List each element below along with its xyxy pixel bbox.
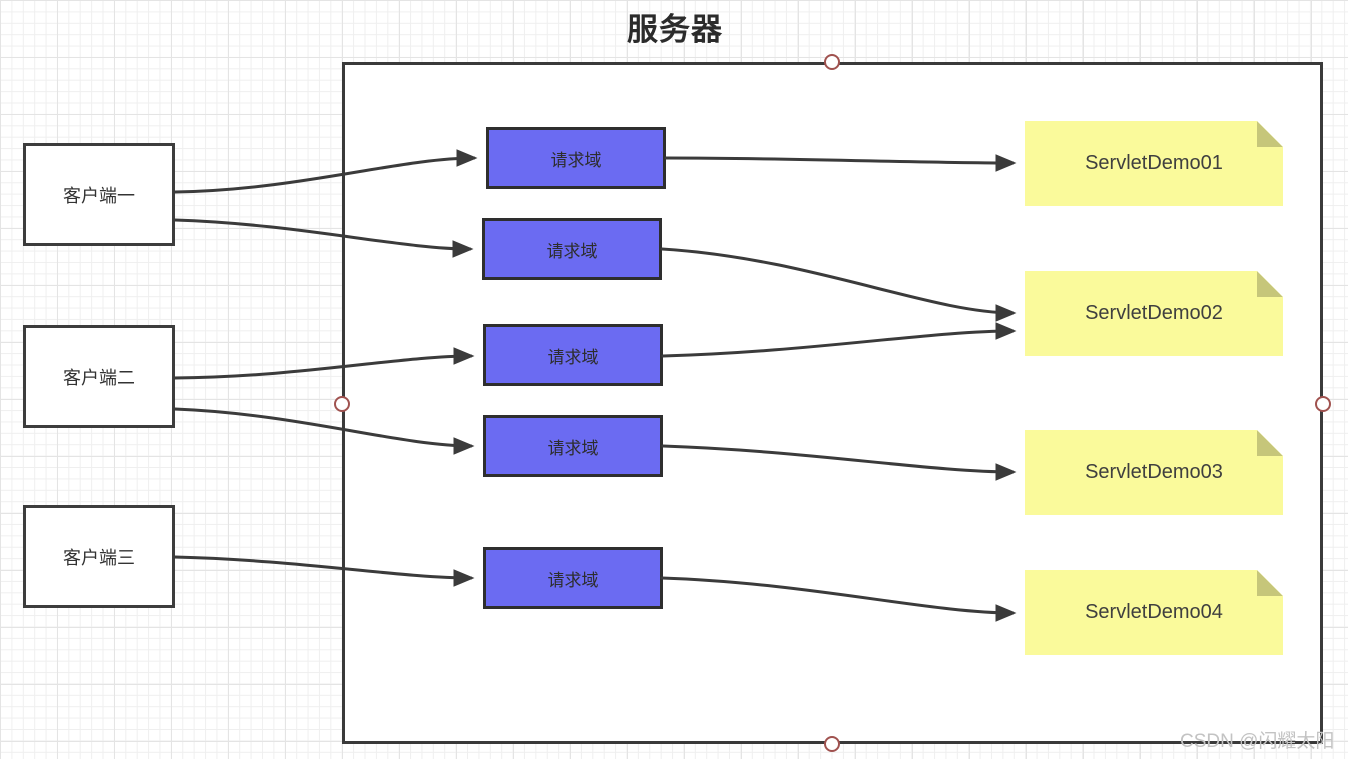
selection-handle-top[interactable]	[824, 54, 840, 70]
connector-scope2-servlet2[interactable]	[660, 247, 1017, 322]
selection-handle-right[interactable]	[1315, 396, 1331, 412]
client-node-1-label: 客户端一	[63, 185, 135, 206]
connector-client2-scope4[interactable]	[173, 407, 475, 455]
client-node-2[interactable]: 客户端二	[23, 325, 175, 428]
selection-handle-bottom[interactable]	[824, 736, 840, 752]
connector-scope3-servlet2[interactable]	[661, 322, 1017, 358]
request-scope-node-2[interactable]: 请求域	[482, 218, 662, 280]
connector-client2-scope3[interactable]	[173, 347, 475, 380]
request-scope-node-5[interactable]: 请求域	[483, 547, 663, 609]
client-node-3-label: 客户端三	[63, 547, 135, 568]
connector-scope1-servlet1[interactable]	[664, 154, 1017, 172]
request-scope-node-3-label: 请求域	[547, 347, 599, 367]
request-scope-node-3[interactable]: 请求域	[483, 324, 663, 386]
request-scope-node-5-label: 请求域	[547, 570, 599, 590]
client-node-2-label: 客户端二	[63, 367, 135, 388]
connector-client3-scope5[interactable]	[173, 555, 475, 587]
request-scope-node-2-label: 请求域	[546, 241, 598, 261]
client-node-1[interactable]: 客户端一	[23, 143, 175, 246]
client-node-3[interactable]: 客户端三	[23, 505, 175, 608]
selection-handle-left[interactable]	[334, 396, 350, 412]
servlet-note-3[interactable]: ServletDemo03	[1025, 430, 1283, 515]
connector-scope5-servlet4[interactable]	[660, 576, 1017, 622]
request-scope-node-1[interactable]: 请求域	[486, 127, 666, 189]
servlet-note-4-label: ServletDemo04	[1085, 601, 1223, 623]
servlet-note-2[interactable]: ServletDemo02	[1025, 271, 1283, 356]
diagram-title: 服务器	[627, 12, 723, 47]
watermark: CSDN @闪耀太阳	[1180, 731, 1335, 752]
servlet-note-1[interactable]: ServletDemo01	[1025, 121, 1283, 206]
servlet-note-2-label: ServletDemo02	[1085, 302, 1223, 324]
request-scope-node-1-label: 请求域	[550, 150, 602, 170]
connector-scope4-servlet3[interactable]	[661, 444, 1017, 481]
connector-client1-scope2[interactable]	[173, 218, 474, 258]
servlet-note-1-label: ServletDemo01	[1085, 152, 1223, 174]
request-scope-node-4[interactable]: 请求域	[483, 415, 663, 477]
request-scope-node-4-label: 请求域	[547, 438, 599, 458]
servlet-note-3-label: ServletDemo03	[1085, 461, 1223, 483]
connector-client1-scope1[interactable]	[173, 149, 478, 194]
servlet-note-4[interactable]: ServletDemo04	[1025, 570, 1283, 655]
